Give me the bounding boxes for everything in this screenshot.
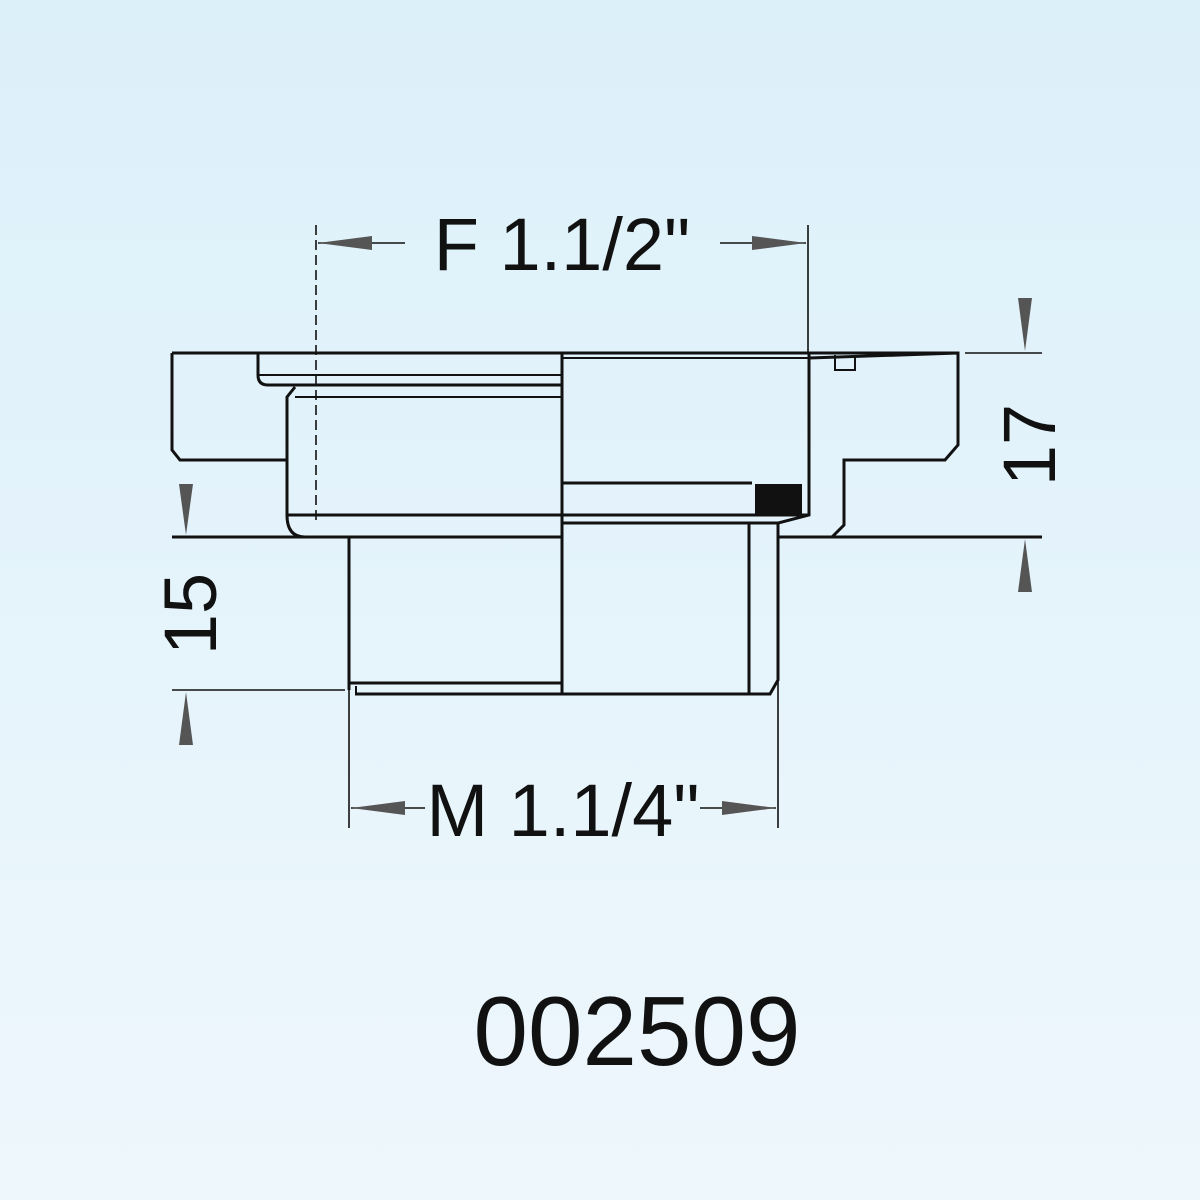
total-height-label: 17	[988, 404, 1071, 486]
arrow-right-icon	[752, 236, 806, 250]
arrow-up-icon	[1018, 539, 1032, 592]
arrow-down-icon	[179, 484, 193, 535]
female-thread-label: F 1.1/2"	[434, 203, 691, 286]
seal-ring	[755, 484, 802, 515]
flange-section-hatched	[776, 351, 960, 539]
male-thread-label: M 1.1/4"	[426, 769, 699, 852]
arrow-up-icon	[179, 692, 193, 745]
male-length-label: 15	[149, 573, 232, 655]
dimension-male-thread: M 1.1/4"	[348, 680, 779, 852]
arrow-left-icon	[318, 236, 372, 250]
notch	[834, 355, 856, 371]
arrow-right-icon	[722, 801, 776, 815]
arrow-left-icon	[351, 801, 405, 815]
dimension-total-height: 17	[965, 298, 1071, 592]
sleeve-section-hatched	[747, 521, 780, 696]
dimension-female-thread: F 1.1/2"	[318, 203, 809, 353]
arrow-down-icon	[1018, 298, 1032, 351]
body-outline	[170, 225, 1042, 696]
part-number: 002509	[473, 976, 800, 1086]
dimension-male-length: 15	[149, 484, 345, 745]
